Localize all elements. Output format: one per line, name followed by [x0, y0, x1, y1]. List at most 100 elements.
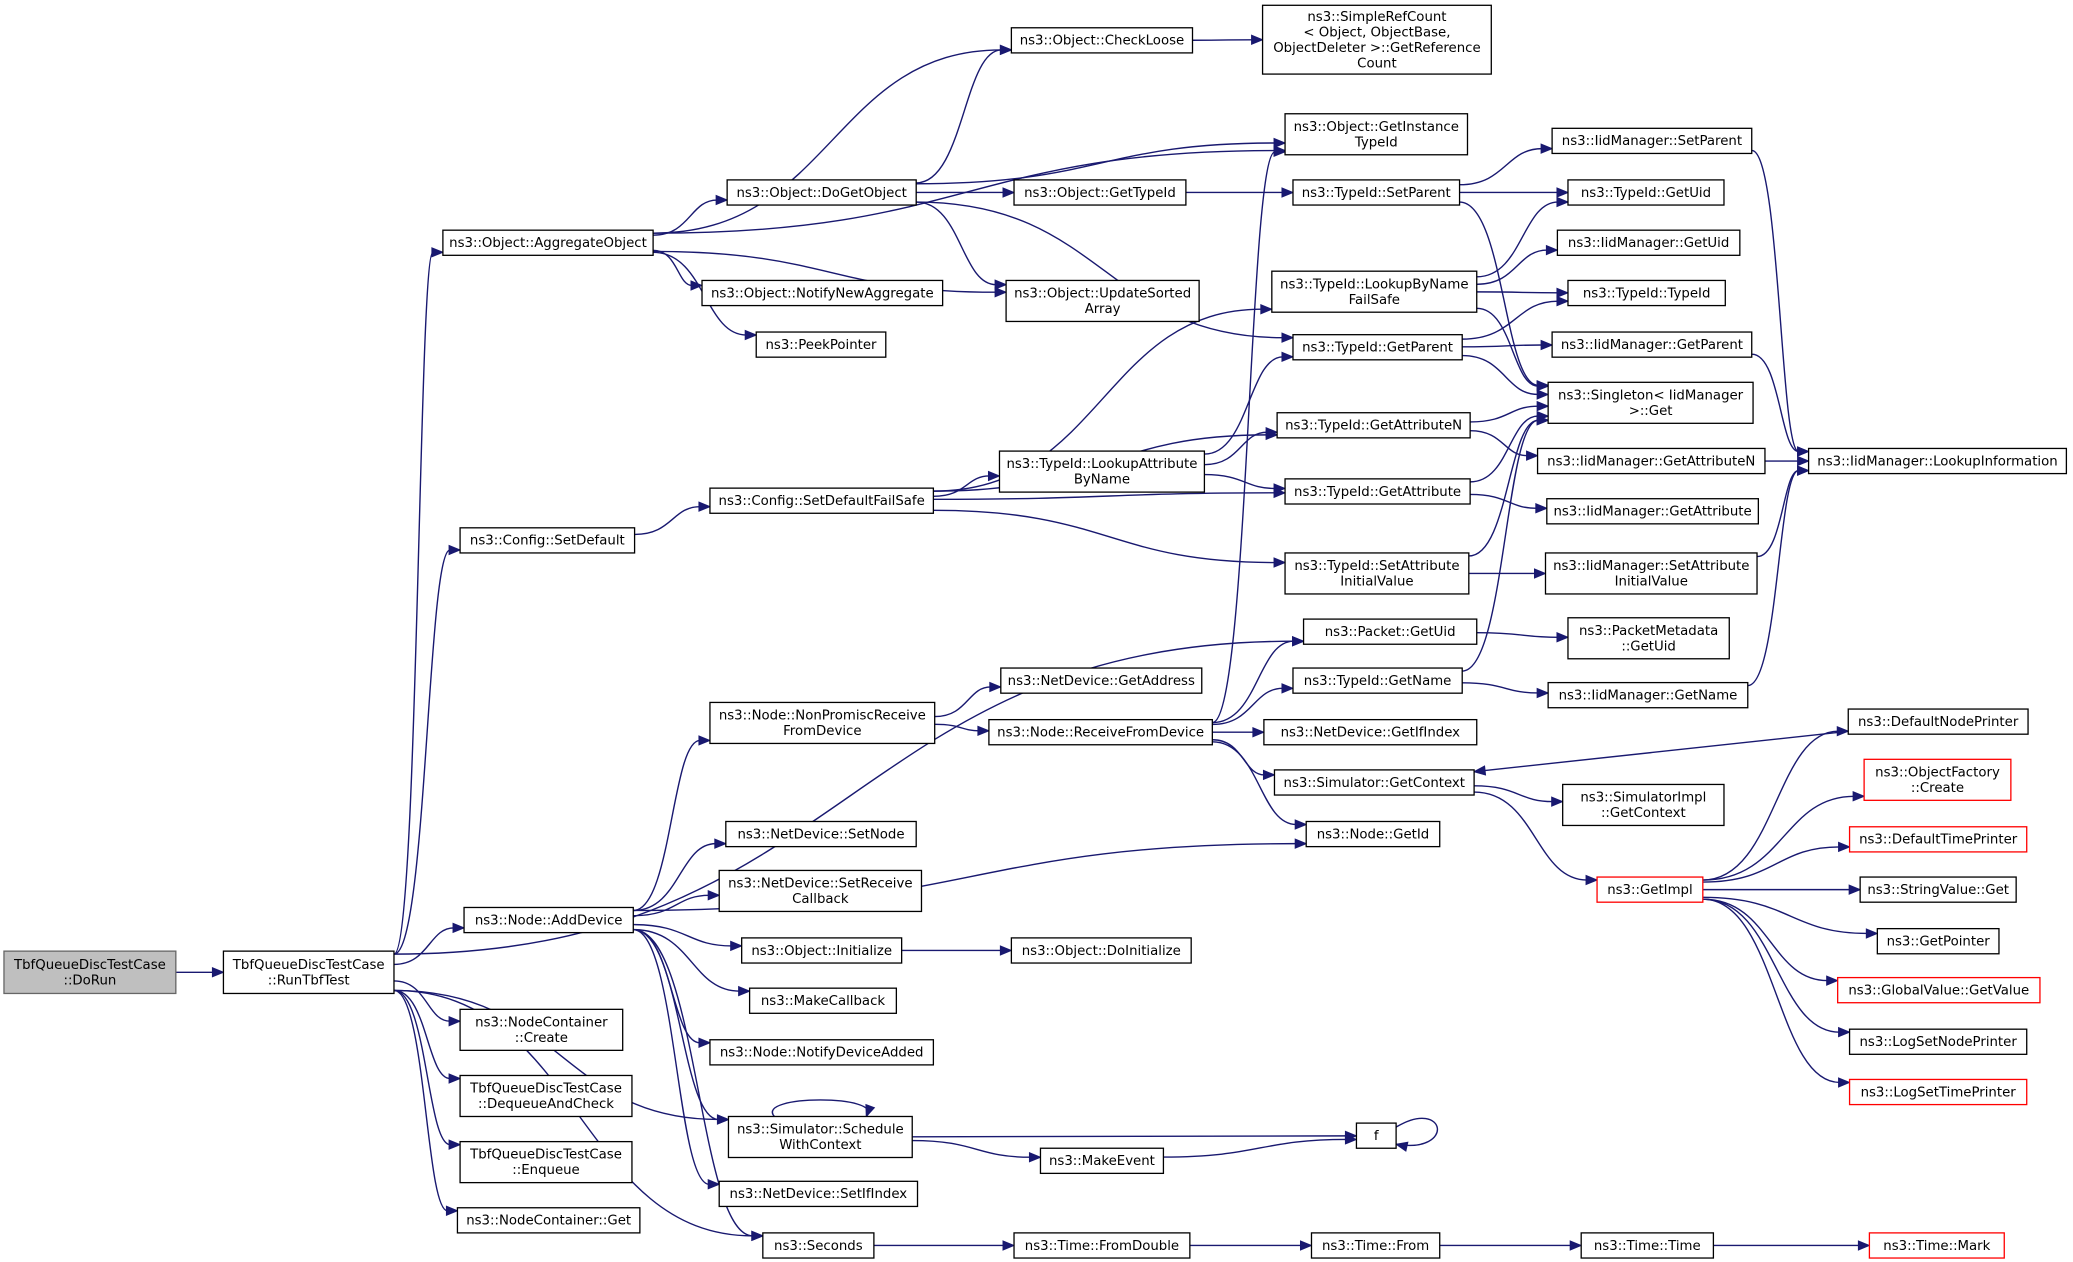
- node-label: ns3::LogSetTimePrinter: [1861, 1085, 2017, 1100]
- node-label: ns3::NetDevice::GetAddress: [1008, 674, 1195, 689]
- graph-node[interactable]: ns3::ObjectFactory::Create: [1863, 758, 2012, 801]
- graph-node[interactable]: ns3::TypeId::GetParent: [1292, 334, 1463, 361]
- graph-node[interactable]: ns3::Object::NotifyNewAggregate: [701, 279, 944, 307]
- graph-node[interactable]: ns3::TypeId::TypeId: [1567, 279, 1726, 307]
- graph-node[interactable]: ns3::NodeContainer::Create: [459, 1008, 624, 1051]
- graph-node[interactable]: ns3::MakeCallback: [748, 987, 898, 1014]
- graph-node[interactable]: f: [1355, 1122, 1397, 1149]
- graph-node[interactable]: ns3::PeekPointer: [755, 331, 887, 358]
- graph-node[interactable]: ns3::IidManager::SetAttributeInitialValu…: [1544, 552, 1758, 595]
- edge-line: [393, 549, 451, 955]
- node-box: [463, 906, 634, 934]
- node-box: [1876, 927, 2000, 955]
- graph-node[interactable]: ns3::GetImpl: [1596, 876, 1704, 903]
- graph-node[interactable]: ns3::NetDevice::GetIfIndex: [1263, 718, 1478, 746]
- graph-node[interactable]: ns3::NetDevice::SetIfIndex: [718, 1180, 919, 1208]
- graph-node[interactable]: ns3::GetPointer: [1876, 927, 2000, 955]
- edge-line: [1476, 291, 1558, 294]
- node-box: [1355, 1122, 1397, 1149]
- graph-node[interactable]: ns3::Node::GetId: [1305, 820, 1441, 848]
- edge-arrowhead: [1826, 975, 1839, 986]
- graph-node[interactable]: TbfQueueDiscTestCase::DequeueAndCheck: [459, 1074, 633, 1118]
- edge-arrowhead: [1252, 726, 1266, 738]
- node-label: ObjectDeleter >::GetReference: [1273, 41, 1480, 56]
- edge-arrowhead: [1540, 339, 1554, 351]
- graph-node[interactable]: ns3::Object::AggregateObject: [442, 229, 654, 256]
- edge-line: [633, 739, 701, 912]
- graph-node[interactable]: ns3::MakeEvent: [1039, 1147, 1165, 1175]
- graph-node[interactable]: ns3::DefaultTimePrinter: [1848, 826, 2028, 853]
- edge-line: [393, 640, 1294, 955]
- graph-node[interactable]: ns3::NodeContainer::Get: [456, 1207, 641, 1234]
- graph-node[interactable]: ns3::Time::From: [1310, 1232, 1441, 1259]
- graph-node[interactable]: ns3::Time::Mark: [1868, 1232, 2005, 1259]
- graph-node[interactable]: TbfQueueDiscTestCase::DoRun: [3, 950, 177, 995]
- edge-arrowhead: [1556, 295, 1570, 307]
- graph-node[interactable]: ns3::Node::NotifyDeviceAdded: [709, 1039, 935, 1066]
- graph-node[interactable]: ns3::Singleton< IidManager>::Get: [1547, 381, 1754, 424]
- graph-node[interactable]: ns3::Node::ReceiveFromDevice: [988, 718, 1213, 746]
- graph-node[interactable]: ns3::IidManager::GetParent: [1551, 331, 1753, 358]
- edge-line: [916, 49, 1002, 184]
- graph-node[interactable]: ns3::IidManager::GetUid: [1556, 229, 1741, 256]
- graph-node[interactable]: ns3::SimulatorImpl::GetContext: [1562, 783, 1725, 827]
- graph-node[interactable]: ns3::Node::AddDevice: [463, 906, 634, 934]
- graph-node[interactable]: ns3::NetDevice::SetNode: [725, 820, 917, 848]
- edge-arrowhead: [698, 735, 712, 746]
- graph-node[interactable]: ns3::GlobalValue::GetValue: [1837, 976, 2041, 1004]
- graph-node[interactable]: ns3::StringValue::Get: [1859, 876, 2017, 903]
- graph-node[interactable]: ns3::TypeId::SetParent: [1292, 179, 1461, 206]
- graph-edge: [1476, 631, 1570, 643]
- graph-node[interactable]: ns3::Object::Initialize: [741, 937, 903, 964]
- graph-edge: [1470, 400, 1550, 423]
- graph-node[interactable]: ns3::SimpleRefCount< Object, ObjectBase,…: [1261, 4, 1492, 75]
- graph-node[interactable]: TbfQueueDiscTestCase::RunTbfTest: [222, 950, 395, 995]
- graph-edge: [633, 838, 728, 912]
- graph-node[interactable]: ns3::Simulator::GetContext: [1273, 769, 1475, 796]
- graph-node[interactable]: ns3::Packet::GetUid: [1302, 618, 1478, 645]
- edge-line: [653, 199, 718, 236]
- graph-node[interactable]: ns3::Config::SetDefaultFailSafe: [709, 487, 935, 514]
- edge-line: [633, 928, 753, 1237]
- graph-node[interactable]: ns3::IidManager::LookupInformation: [1807, 447, 2068, 475]
- graph-node[interactable]: ns3::LogSetNodePrinter: [1848, 1028, 2028, 1055]
- graph-edge: [916, 201, 1008, 290]
- graph-node[interactable]: ns3::TypeId::GetName: [1292, 667, 1463, 694]
- graph-node[interactable]: ns3::NetDevice::GetAddress: [1000, 667, 1203, 694]
- graph-node[interactable]: ns3::PacketMetadata::GetUid: [1567, 617, 1730, 660]
- edge-arrowhead: [994, 286, 1008, 298]
- graph-node[interactable]: TbfQueueDiscTestCase::Enqueue: [459, 1140, 633, 1184]
- node-box: [1292, 334, 1463, 361]
- graph-node[interactable]: ns3::TypeId::GetUid: [1567, 179, 1725, 206]
- node-label: ns3::TypeId::TypeId: [1583, 286, 1711, 301]
- graph-edge: [1470, 429, 1539, 461]
- graph-node[interactable]: ns3::Config::SetDefault: [459, 527, 636, 554]
- graph-node[interactable]: ns3::LogSetTimePrinter: [1848, 1078, 2028, 1106]
- graph-node[interactable]: ns3::IidManager::GetName: [1547, 681, 1749, 709]
- graph-edge: [916, 44, 1013, 184]
- edge-arrowhead: [999, 44, 1013, 56]
- graph-node[interactable]: ns3::IidManager::GetAttribute: [1546, 498, 1759, 525]
- node-label: ::GetContext: [1601, 806, 1686, 821]
- graph-node[interactable]: ns3::Object::CheckLoose: [1010, 27, 1194, 54]
- node-box: [1263, 718, 1478, 746]
- graph-node[interactable]: ns3::IidManager::GetAttributeN: [1536, 447, 1766, 475]
- graph-node[interactable]: ns3::Time::Time: [1580, 1232, 1715, 1259]
- graph-node[interactable]: ns3::TypeId::GetAttributeN: [1276, 412, 1471, 439]
- graph-node[interactable]: ns3::Object::DoGetObject: [726, 179, 917, 206]
- graph-node[interactable]: ns3::IidManager::SetParent: [1551, 127, 1753, 155]
- graph-node[interactable]: ns3::Seconds: [762, 1232, 875, 1259]
- graph-node[interactable]: ns3::Object::GetTypeId: [1013, 179, 1187, 206]
- graph-node[interactable]: ns3::Time::FromDouble: [1013, 1232, 1191, 1259]
- graph-node[interactable]: ns3::DefaultNodePrinter: [1847, 708, 2029, 735]
- graph-node[interactable]: ns3::TypeId::GetAttribute: [1284, 478, 1471, 505]
- graph-node[interactable]: ns3::Object::DoInitialize: [1010, 937, 1192, 964]
